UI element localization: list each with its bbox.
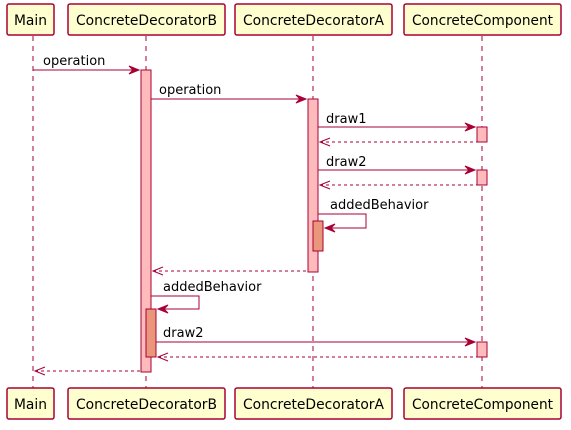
message-draw1-a-to-component: draw1	[318, 112, 477, 132]
message-return-b-to-main	[33, 366, 141, 376]
message-label: addedBehavior	[163, 280, 262, 295]
arrowhead	[156, 304, 169, 314]
message-label: operation	[159, 83, 221, 98]
arrowhead	[323, 223, 336, 233]
participant-concrete-component-bottom: ConcreteComponent	[403, 387, 562, 420]
activations	[140, 69, 488, 373]
message-return-component-to-b	[156, 352, 477, 362]
participant-concrete-decorator-a-bottom: ConcreteDecoratorA	[234, 387, 393, 420]
message-return-component-to-a-2	[318, 180, 477, 190]
arrowhead	[128, 65, 141, 75]
activation-concrete-decorator-b-nested	[145, 308, 157, 358]
activation-concrete-component-1	[476, 126, 488, 143]
activation-concrete-component-3	[476, 341, 488, 358]
message-added-behavior-b-self: addedBehavior	[151, 280, 262, 314]
participant-label: ConcreteDecoratorB	[76, 397, 217, 413]
message-label: draw2	[326, 155, 366, 170]
participant-label: ConcreteDecoratorA	[243, 397, 384, 413]
participant-label: Main	[14, 397, 47, 413]
arrowhead	[464, 165, 477, 175]
activation-concrete-decorator-b	[140, 69, 152, 373]
participant-label: ConcreteComponent	[412, 397, 553, 413]
message-operation-main-to-b: operation	[33, 54, 141, 75]
participant-main-bottom: Main	[6, 387, 55, 420]
activation-concrete-decorator-a-nested	[312, 220, 324, 252]
message-draw2-b-to-component: draw2	[156, 326, 477, 347]
participant-concrete-decorator-b-bottom: ConcreteDecoratorB	[67, 387, 226, 420]
message-label: addedBehavior	[330, 198, 429, 213]
participant-label: ConcreteComponent	[412, 13, 553, 29]
message-draw2-a-to-component: draw2	[318, 155, 477, 175]
message-label: operation	[43, 54, 105, 69]
arrowhead	[33, 366, 46, 376]
participant-label: ConcreteDecoratorB	[76, 13, 217, 29]
participant-label: ConcreteDecoratorA	[243, 13, 384, 29]
message-label: draw2	[163, 326, 203, 341]
participant-concrete-component-top: ConcreteComponent	[403, 3, 562, 36]
participant-concrete-decorator-a-top: ConcreteDecoratorA	[234, 3, 393, 36]
message-added-behavior-a-self: addedBehavior	[318, 198, 429, 233]
arrowhead	[318, 180, 331, 190]
participants-top: Main ConcreteDecoratorB ConcreteDecorato…	[6, 3, 562, 36]
arrowhead	[318, 137, 331, 147]
arrowhead	[156, 352, 169, 362]
activation-concrete-component-2	[476, 169, 488, 186]
activation-concrete-decorator-a	[307, 98, 319, 273]
participant-label: Main	[14, 13, 47, 29]
participants-bottom: Main ConcreteDecoratorB ConcreteDecorato…	[6, 387, 562, 420]
arrowhead	[151, 266, 164, 276]
message-return-a-to-b	[151, 266, 308, 276]
arrowhead	[464, 122, 477, 132]
message-operation-b-to-a: operation	[151, 83, 308, 104]
messages: operation operation draw1 draw2	[33, 54, 477, 376]
message-return-component-to-a-1	[318, 137, 477, 147]
participant-concrete-decorator-b-top: ConcreteDecoratorB	[67, 3, 226, 36]
arrowhead	[464, 337, 477, 347]
participant-main-top: Main	[6, 3, 55, 36]
arrowhead	[295, 94, 308, 104]
message-label: draw1	[326, 112, 366, 127]
